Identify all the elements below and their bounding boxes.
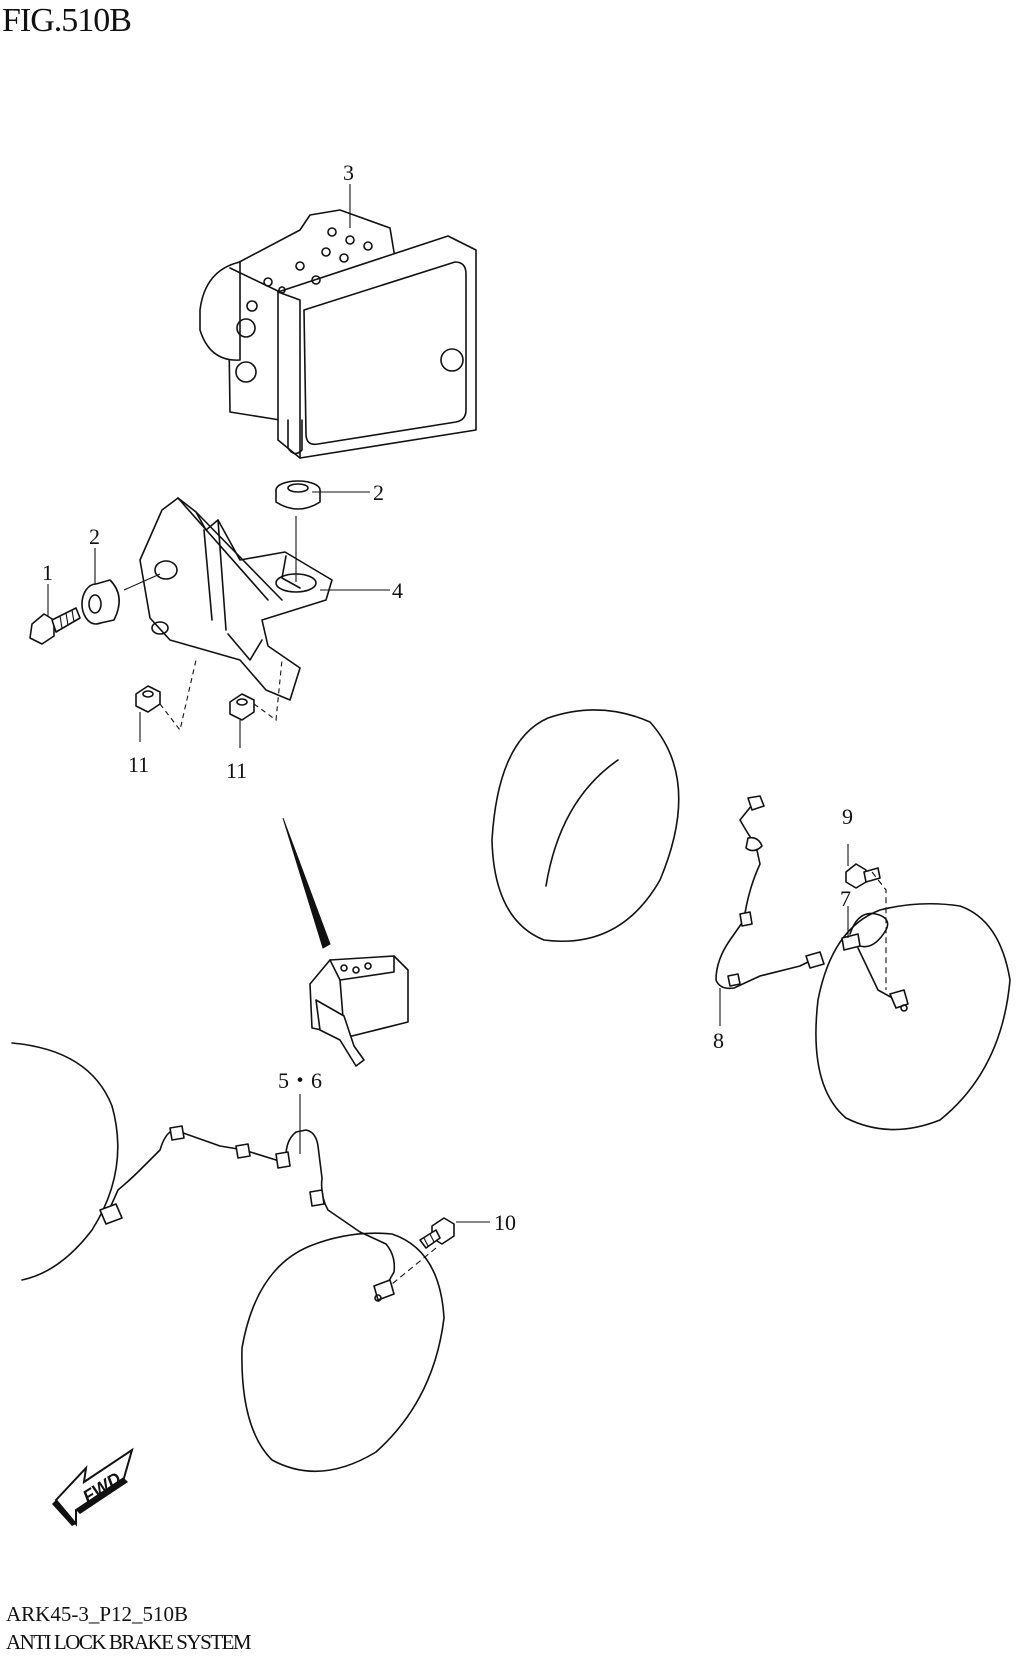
front-wheel-sensor-harness[interactable] bbox=[99, 1125, 396, 1302]
location-pointer bbox=[282, 817, 331, 949]
abs-unit-location-view bbox=[309, 955, 409, 1067]
wheel-front-left bbox=[11, 1042, 119, 1281]
callout-2-upper: 2 bbox=[373, 480, 384, 505]
leader-lines bbox=[47, 184, 887, 1285]
nut-11-right[interactable] bbox=[229, 693, 255, 721]
figure-title: FIG.510B bbox=[2, 2, 132, 39]
callout-1: 1 bbox=[42, 560, 53, 585]
callout-9: 9 bbox=[842, 804, 853, 829]
callout-2-side: 2 bbox=[89, 524, 100, 549]
callout-11-right: 11 bbox=[226, 758, 247, 783]
wheel-rear-upper bbox=[491, 709, 680, 942]
callout-4: 4 bbox=[392, 578, 403, 603]
nut-11-left[interactable] bbox=[135, 685, 161, 713]
callout-7: 7 bbox=[840, 886, 851, 911]
abs-hydraulic-unit[interactable] bbox=[199, 209, 477, 459]
callout-3: 3 bbox=[343, 160, 354, 185]
rear-wheel-sensor[interactable] bbox=[841, 912, 909, 1012]
grommet-side[interactable] bbox=[81, 579, 120, 625]
callout-10: 10 bbox=[494, 1210, 516, 1235]
callout-8: 8 bbox=[713, 1028, 724, 1053]
grommet-upper[interactable] bbox=[275, 480, 321, 510]
rear-wheel-sensor-harness[interactable] bbox=[715, 795, 825, 990]
callout-5-6: 5・6 bbox=[278, 1068, 322, 1093]
fwd-arrow-icon: FWD bbox=[52, 1447, 134, 1527]
wheel-front-lower bbox=[241, 1232, 445, 1473]
wheel-rear-right bbox=[815, 902, 1011, 1131]
figure-code: ARK45-3_P12_510B bbox=[6, 1602, 189, 1626]
bolt-1[interactable] bbox=[29, 607, 81, 645]
abs-bracket[interactable] bbox=[139, 497, 333, 701]
bolt-10[interactable] bbox=[419, 1217, 455, 1249]
figure-caption: ANTI LOCK BRAKE SYSTEM bbox=[6, 1630, 252, 1654]
bolt-9[interactable] bbox=[845, 863, 881, 889]
callout-11-left: 11 bbox=[128, 752, 149, 777]
